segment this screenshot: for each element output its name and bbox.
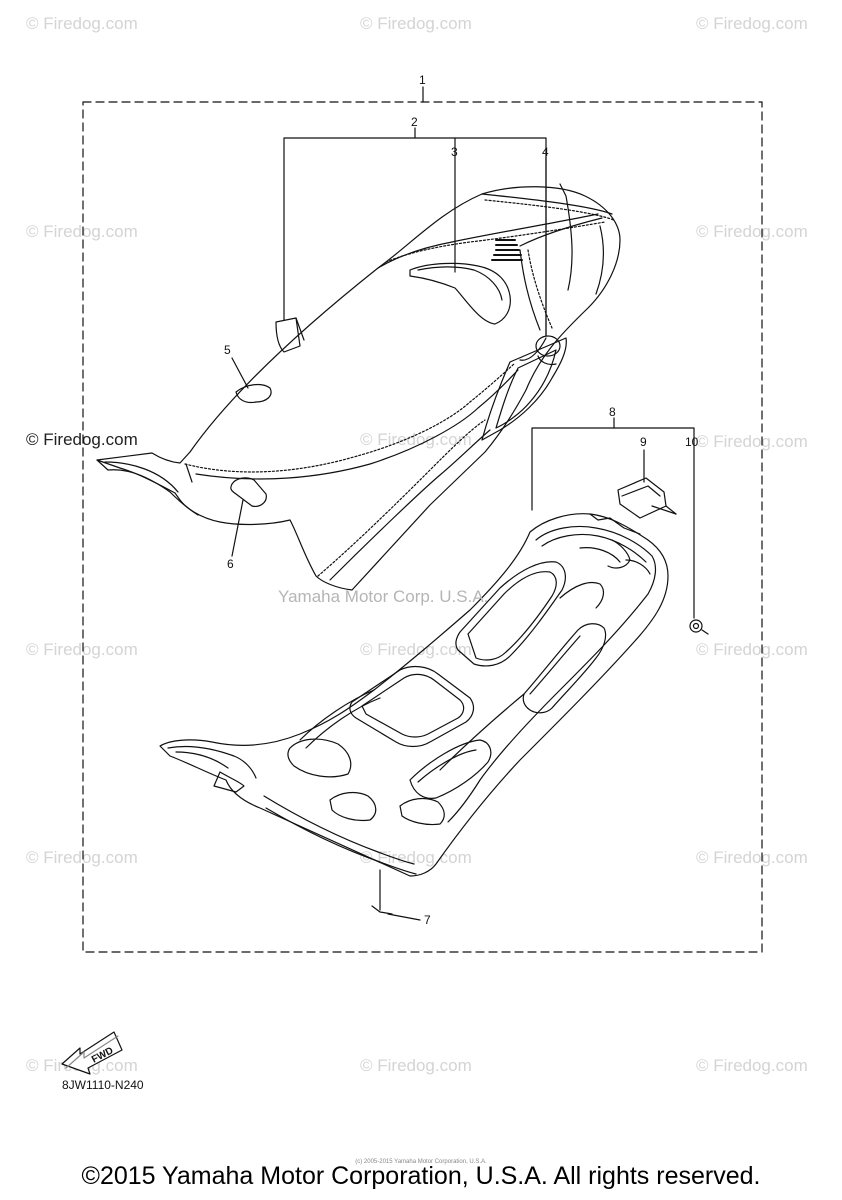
callout-10: 10: [685, 435, 699, 449]
watermark: © Firedog.com: [696, 640, 808, 659]
seat-tag: [230, 477, 267, 557]
forward-arrow-icon: [61, 1031, 123, 1075]
leader-bracket-8: [531, 427, 695, 619]
callout-5: 5: [224, 343, 231, 357]
callout-7: 7: [424, 913, 431, 927]
callout-3: 3: [451, 145, 458, 159]
seat-patch: [231, 357, 272, 404]
callout-8: 8: [609, 405, 616, 419]
assembly-boundary: [82, 101, 763, 953]
bottom-plate: [617, 477, 677, 519]
watermark: © Firedog.com: [696, 432, 808, 451]
watermark: © Firedog.com: [26, 640, 138, 659]
watermark: © Firedog.com: [360, 1056, 472, 1075]
callout-6: 6: [227, 557, 234, 571]
bottom-clip: [371, 869, 421, 921]
seat-clip: [275, 317, 305, 353]
watermark: © Firedog.com: [696, 222, 808, 241]
watermark: © Firedog.com: [26, 848, 138, 867]
seat-bottom: [159, 513, 669, 877]
seat-strap: [409, 262, 511, 325]
part-code: 8JW1110-N240: [62, 1078, 144, 1092]
watermark: © Firedog.com: [696, 1056, 808, 1075]
callout-4: 4: [542, 145, 549, 159]
watermark: © Firedog.com: [696, 14, 808, 33]
seat-lock-hook: [535, 156, 561, 366]
seat-top: [96, 183, 621, 591]
watermark: © Firedog.com: [696, 848, 808, 867]
callout-1: 1: [419, 73, 426, 87]
watermark: © Firedog.com: [26, 430, 138, 449]
fine-print: (c) 2005-2015 Yamaha Motor Corporation, …: [355, 1159, 487, 1165]
center-watermark: Yamaha Motor Corp. U.S.A.: [278, 587, 488, 606]
callout-2: 2: [411, 115, 418, 129]
grommet: [689, 619, 709, 635]
copyright-notice: ©2015 Yamaha Motor Corporation, U.S.A. A…: [81, 1162, 761, 1190]
watermark: © Firedog.com: [26, 14, 138, 33]
watermark: © Firedog.com: [360, 640, 472, 659]
watermark: © Firedog.com: [360, 14, 472, 33]
watermark: © Firedog.com: [26, 222, 138, 241]
watermark: © Firedog.com: [360, 430, 472, 449]
callout-9: 9: [640, 435, 647, 449]
